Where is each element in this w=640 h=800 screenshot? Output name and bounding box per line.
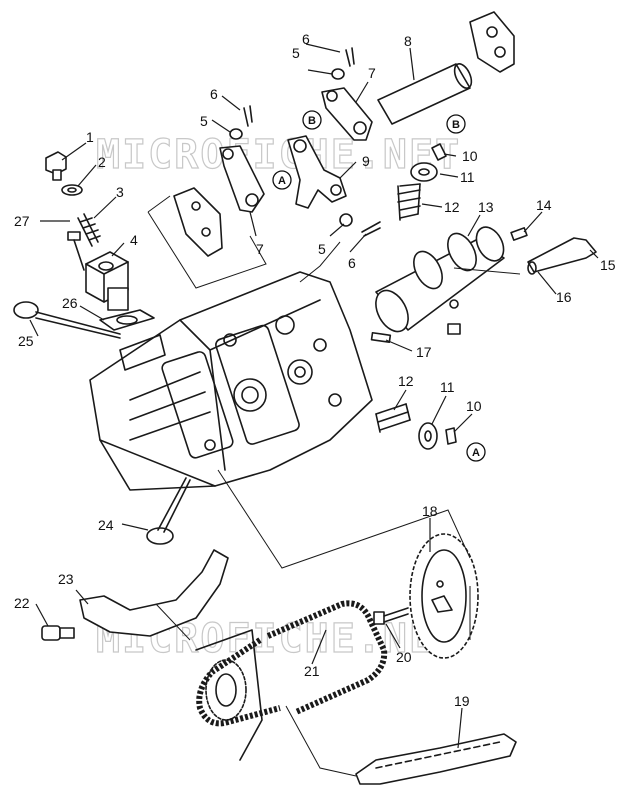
part-rocker-arm-7-lower — [219, 145, 265, 213]
part-crank-sprocket — [195, 629, 263, 761]
part-plug-small — [447, 323, 461, 335]
callout-9: 9 — [362, 153, 370, 169]
assembly-line-7 — [453, 267, 521, 275]
part-bolt-20 — [373, 607, 409, 625]
callout-18: 18 — [422, 503, 438, 519]
assembly-line-3 — [217, 469, 471, 569]
callout-10-upper: 10 — [462, 148, 478, 164]
part-chain-tensioner-4 — [85, 251, 129, 311]
part-nut-5-upper — [331, 68, 345, 80]
callout-16: 16 — [556, 289, 572, 305]
part-screw-6-left — [243, 105, 253, 127]
svg-text:A: A — [472, 447, 480, 459]
reference-marker-b-right: B — [446, 114, 466, 134]
part-valve-spring-12-lower — [375, 403, 411, 433]
callout-19: 19 — [454, 693, 470, 709]
callout-5-top: 5 — [292, 45, 300, 61]
part-camshaft-13 — [375, 226, 505, 333]
part-lever-15 — [527, 237, 597, 273]
part-screw-6-mid — [361, 221, 381, 237]
callout-15: 15 — [600, 257, 616, 273]
part-nut-5-left — [229, 128, 243, 140]
part-bolt-27 — [67, 231, 85, 271]
callout-14: 14 — [536, 197, 552, 213]
callout-24: 24 — [98, 517, 114, 533]
svg-text:B: B — [452, 119, 460, 131]
callout-2: 2 — [98, 154, 106, 170]
part-nut-5-mid — [339, 213, 353, 227]
callout-6-top: 6 — [302, 31, 310, 47]
callout-10-lower: 10 — [466, 398, 482, 414]
assembly-line-2 — [299, 241, 341, 283]
part-gasket-26 — [99, 309, 155, 331]
part-rocker-assembly-9 — [287, 135, 347, 209]
part-pin-17 — [370, 331, 392, 344]
part-chain-guide-19 — [355, 733, 517, 785]
callout-17: 17 — [416, 344, 432, 360]
callout-4: 4 — [130, 232, 138, 248]
part-valve-keeper-10-lower — [445, 427, 457, 445]
callout-11-upper: 11 — [460, 169, 475, 185]
callout-13: 13 — [478, 199, 494, 215]
callout-26: 26 — [62, 295, 78, 311]
part-valve-24 — [146, 477, 191, 545]
part-bracket-rocker — [173, 187, 223, 257]
assembly-line-6 — [285, 705, 357, 777]
leader-lines — [29, 43, 599, 749]
callout-6-mid: 6 — [348, 255, 356, 271]
cylinder-head — [89, 271, 373, 491]
callout-8: 8 — [404, 33, 412, 49]
reference-marker-b-left: B — [302, 110, 322, 130]
part-pin-14 — [510, 227, 528, 241]
part-valve-25 — [13, 301, 121, 339]
part-screw-6-upper — [345, 47, 355, 67]
part-chain-guide-23 — [79, 549, 229, 637]
callout-12-lower: 12 — [398, 373, 414, 389]
callout-7-upper: 7 — [368, 65, 376, 81]
callout-11-lower: 11 — [440, 379, 455, 395]
part-cam-sprocket-18 — [409, 533, 479, 659]
assembly-line-1 — [147, 195, 267, 289]
svg-text:B: B — [308, 115, 316, 127]
svg-text:A: A — [278, 175, 286, 187]
part-bolt-22 — [41, 625, 75, 641]
part-spring-retainer-11-lower — [418, 422, 438, 450]
watermark-top: MICROFICHE.NET — [96, 132, 461, 178]
part-spring-retainer-11-upper — [410, 162, 438, 182]
callout-5-left: 5 — [200, 113, 208, 129]
callout-1: 1 — [86, 129, 94, 145]
part-stud-3 — [77, 213, 101, 247]
part-rocker-arm-7-upper — [321, 87, 373, 141]
part-valve-keeper-10-upper — [431, 143, 447, 161]
callout-6-left: 6 — [210, 86, 218, 102]
callout-27: 27 — [14, 213, 30, 229]
callout-12-upper: 12 — [444, 199, 460, 215]
part-valve-spring-12-upper — [397, 183, 421, 221]
reference-marker-a-lower: A — [466, 442, 486, 462]
callout-25: 25 — [18, 333, 34, 349]
callout-labels: 1 2 3 4 5 5 5 6 6 6 7 7 8 9 10 10 11 11 … — [14, 31, 616, 709]
assembly-line-5 — [155, 603, 191, 641]
part-timing-chain-21 — [196, 600, 388, 727]
callout-22: 22 — [14, 595, 30, 611]
callout-21: 21 — [304, 663, 320, 679]
callout-7-lower: 7 — [256, 241, 264, 257]
reference-marker-a-upper: A — [272, 170, 292, 190]
part-bracket-top — [469, 11, 515, 73]
callout-3: 3 — [116, 184, 124, 200]
part-clip-16 — [527, 261, 537, 275]
part-rocker-shaft-8 — [377, 63, 473, 125]
callout-23: 23 — [58, 571, 74, 587]
part-washer-2 — [61, 184, 83, 196]
callout-5-mid: 5 — [318, 241, 326, 257]
callout-20: 20 — [396, 649, 412, 665]
part-bolt-1 — [45, 151, 67, 181]
